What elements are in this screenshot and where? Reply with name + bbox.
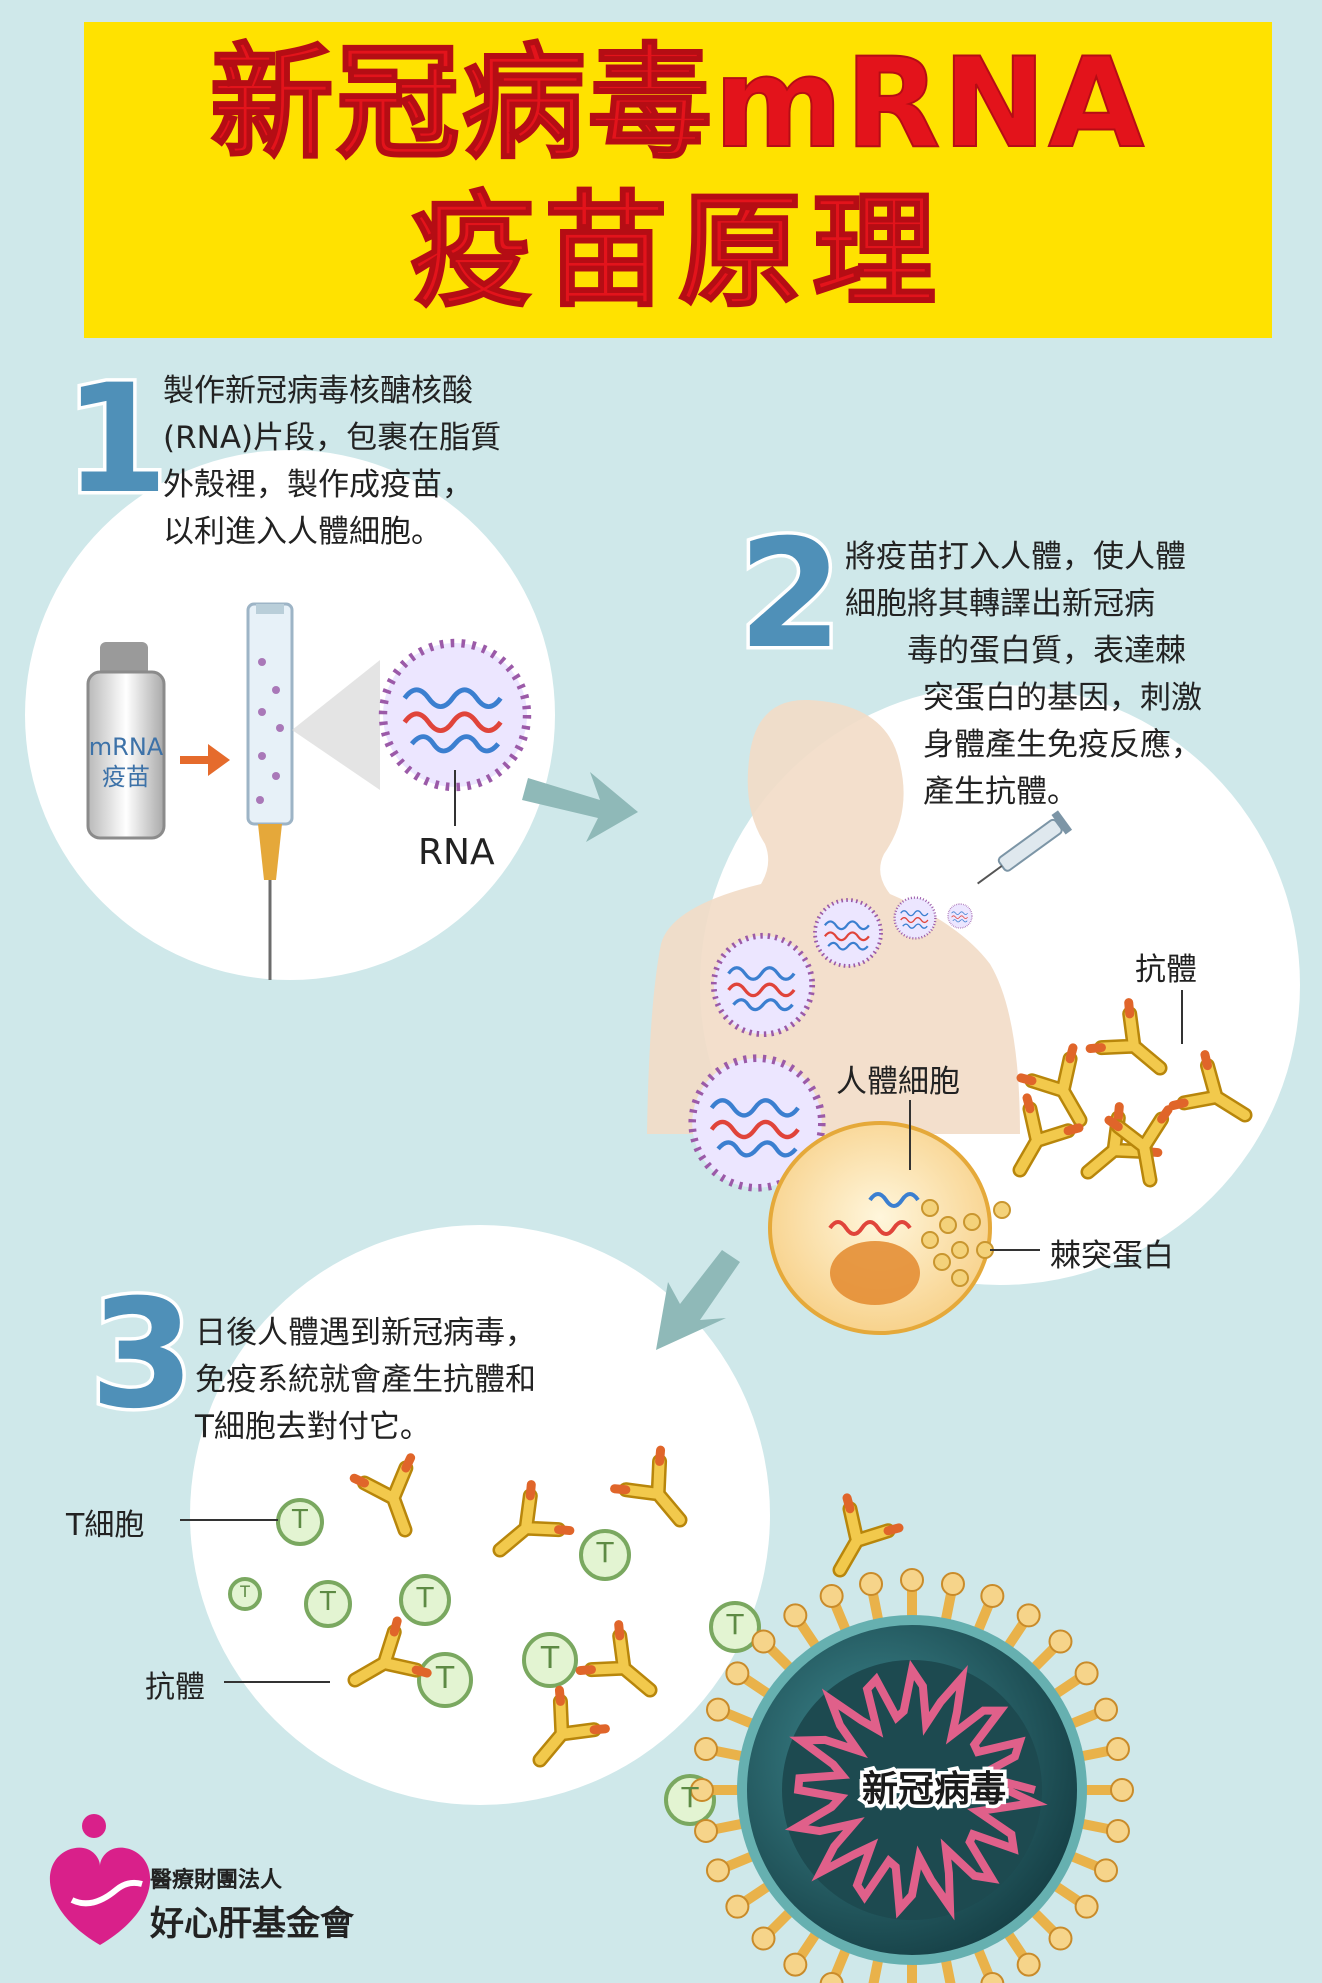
vial-label: mRNA 疫苗 xyxy=(88,733,164,791)
human-cell-graphic xyxy=(768,1121,1011,1335)
virus-graphic xyxy=(690,1568,1134,1983)
org-small-text: 醫療財團法人 xyxy=(150,1868,283,1893)
antibody-label: 抗體 xyxy=(1135,952,1197,988)
arrow-1-2 xyxy=(522,772,638,842)
t-cell-letter: T xyxy=(320,1587,336,1617)
t-cell-letter: T xyxy=(240,1582,250,1601)
logo-heart xyxy=(49,1814,151,1945)
org-name-text: 好心肝基金會 xyxy=(150,1904,354,1944)
antibody-label-step3: 抗體 xyxy=(145,1670,205,1705)
syringe-graphic xyxy=(246,602,380,980)
t-cell-letter: T xyxy=(292,1505,308,1535)
step2-text: 將疫苗打入人體，使人體 細胞將其轉譯出新冠病 毒的蛋白質，表達棘 突蛋白的基因，… xyxy=(845,539,1202,810)
virus-label: 新冠病毒 xyxy=(858,1766,1009,1814)
step2-number: 2 xyxy=(734,508,845,682)
step3-text: 日後人體遇到新冠病毒， 免疫系統就會產生抗體和 T細胞去對付它。 xyxy=(195,1315,536,1445)
step3-number: 3 xyxy=(86,1268,197,1442)
vial-arrow xyxy=(180,744,230,776)
human-cell-label: 人體細胞 xyxy=(836,1064,960,1100)
t-cell-letter: T xyxy=(435,1661,455,1696)
step1-text: 製作新冠病毒核醣核酸 (RNA)片段，包裹在脂質 外殼裡，製作成疫苗， 以利進入… xyxy=(163,373,502,550)
rna-particle xyxy=(383,643,527,787)
page-title-line1: 新冠病毒mRNA xyxy=(209,32,1147,176)
step1-number: 1 xyxy=(60,353,171,527)
vial-graphic xyxy=(86,642,166,840)
spike-protein-label: 棘突蛋白 xyxy=(1050,1238,1174,1274)
t-cell-letter: T xyxy=(416,1581,434,1614)
t-cell-label: T細胞 xyxy=(66,1508,145,1543)
t-cell-letter: T xyxy=(596,1536,614,1569)
rna-label: RNA xyxy=(418,832,495,873)
t-cell-letter: T xyxy=(681,1781,699,1814)
t-cells xyxy=(228,1498,761,1826)
title-banner xyxy=(84,22,1272,338)
t-cell-letter: T xyxy=(540,1641,560,1676)
page-title-line2: 疫苗原理 xyxy=(409,180,946,324)
small-syringe xyxy=(977,810,1073,885)
arrow-2-3 xyxy=(656,1250,740,1350)
t-cell-letter: T xyxy=(726,1608,744,1641)
